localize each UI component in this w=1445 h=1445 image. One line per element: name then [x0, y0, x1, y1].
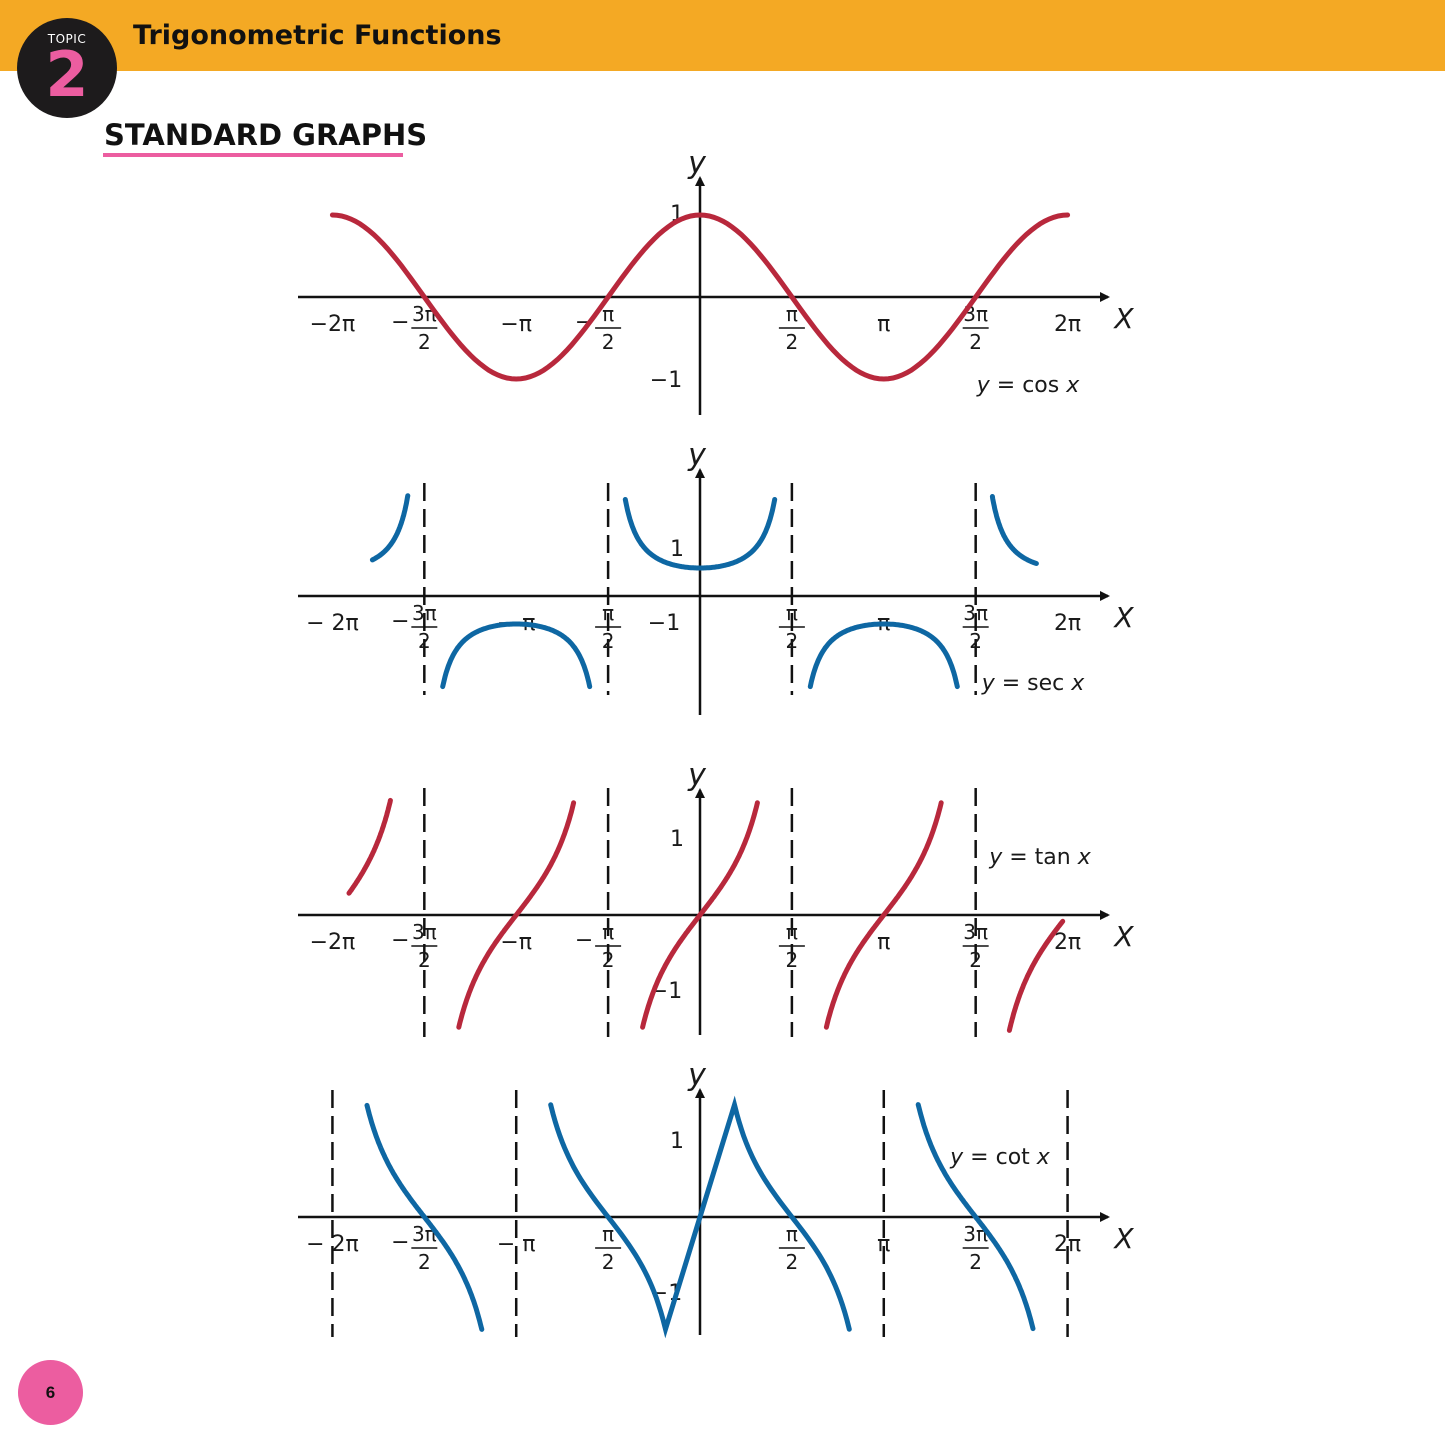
- x-tick-label: −π: [500, 312, 532, 337]
- x-tick-label: 2π: [1054, 312, 1081, 337]
- x-tick-label: π: [602, 1222, 614, 1246]
- x-axis-label: X: [1112, 1222, 1134, 1255]
- x-tick-label: 2: [418, 1250, 431, 1274]
- x-axis-label: X: [1112, 920, 1134, 953]
- sec-curve: [989, 494, 1039, 566]
- x-tick-label: 2: [786, 1250, 799, 1274]
- cot-curve: [548, 1095, 852, 1339]
- section-title: STANDARD GRAPHS: [104, 118, 428, 152]
- x-tick-label: π: [602, 601, 614, 625]
- sec-curve: [622, 497, 778, 571]
- x-tick-label: − π: [497, 1232, 536, 1257]
- x-tick-label: 2: [969, 629, 982, 653]
- x-tick-label: −: [575, 928, 593, 953]
- x-tick-label: 2: [969, 1250, 982, 1274]
- x-tick-label: 2: [418, 629, 431, 653]
- equation-label: y = cos x: [976, 373, 1080, 398]
- x-tick-label: π: [602, 302, 614, 326]
- x-tick-label: −: [391, 928, 409, 953]
- x-tick-label: −2π: [310, 312, 356, 337]
- x-tick-label: π: [786, 1222, 798, 1246]
- sec-curve: [440, 621, 593, 690]
- y-tick-label: 1: [670, 537, 684, 562]
- equation-label: y = cot x: [949, 1145, 1051, 1170]
- y-tick-label: −1: [650, 368, 682, 393]
- topic-badge: TOPIC 2: [17, 18, 117, 118]
- x-tick-label: 2π: [1054, 930, 1081, 955]
- cos-curve: [329, 212, 1071, 382]
- section-underline: [103, 153, 403, 157]
- x-tick-label: 2: [418, 948, 431, 972]
- equation-label: y = tan x: [988, 845, 1092, 870]
- x-tick-label: π: [602, 920, 614, 944]
- x-tick-label: π: [877, 312, 890, 337]
- page-number-badge: 6: [18, 1360, 83, 1425]
- x-tick-label: − 2π: [306, 1232, 359, 1257]
- topic-label: TOPIC: [47, 32, 87, 46]
- y-axis-label: y: [687, 760, 707, 793]
- x-tick-label: −2π: [310, 930, 356, 955]
- header-bar: [0, 0, 1445, 71]
- sec-curve: [369, 493, 411, 563]
- tan-curve: [640, 800, 760, 1030]
- x-tick-label: π: [786, 920, 798, 944]
- x-tick-label: 2: [418, 330, 431, 354]
- tan-curve: [456, 800, 577, 1030]
- x-tick-label: 2: [786, 948, 799, 972]
- x-tick-label: π: [877, 930, 890, 955]
- x-tick-label: 3π: [963, 601, 988, 625]
- y-tick-label: −1: [648, 611, 680, 636]
- chapter-title: Trigonometric Functions: [133, 20, 502, 51]
- y-tick-label: 1: [670, 827, 684, 852]
- x-tick-label: −: [391, 1230, 409, 1255]
- x-tick-label: 2π: [1054, 1232, 1081, 1257]
- x-tick-label: 2: [602, 948, 615, 972]
- topic-number: 2: [45, 38, 89, 111]
- x-tick-label: π: [786, 601, 798, 625]
- y-tick-label: 1: [670, 1129, 684, 1154]
- x-tick-label: 3π: [412, 920, 437, 944]
- x-tick-label: 2: [602, 629, 615, 653]
- x-tick-label: 2π: [1054, 611, 1081, 636]
- sec-curve: [807, 621, 960, 690]
- x-tick-label: π: [877, 1232, 890, 1257]
- x-tick-label: 2: [602, 1250, 615, 1274]
- x-tick-label: 2: [602, 330, 615, 354]
- x-tick-label: −: [391, 609, 409, 634]
- x-tick-label: 3π: [963, 920, 988, 944]
- equation-label: y = sec x: [981, 671, 1086, 696]
- x-tick-label: 2: [786, 629, 799, 653]
- x-tick-label: 2: [969, 330, 982, 354]
- tan-curve: [823, 800, 944, 1030]
- y-axis-label: y: [687, 150, 707, 181]
- y-axis-label: y: [687, 440, 707, 473]
- y-axis-label: y: [687, 1060, 707, 1093]
- cot-curve: [364, 1102, 485, 1332]
- tan-curve: [1006, 918, 1066, 1033]
- x-tick-label: −π: [500, 930, 532, 955]
- cot-curve: [915, 1102, 1036, 1332]
- x-tick-label: 3π: [412, 601, 437, 625]
- x-tick-label: π: [786, 302, 798, 326]
- x-axis-label: X: [1112, 601, 1134, 634]
- x-axis-label: X: [1112, 302, 1134, 335]
- tan-curve: [346, 797, 393, 896]
- x-tick-label: −: [575, 310, 593, 335]
- x-tick-label: −: [391, 310, 409, 335]
- x-tick-label: 2: [969, 948, 982, 972]
- x-tick-label: 2: [786, 330, 799, 354]
- x-tick-label: − 2π: [306, 611, 359, 636]
